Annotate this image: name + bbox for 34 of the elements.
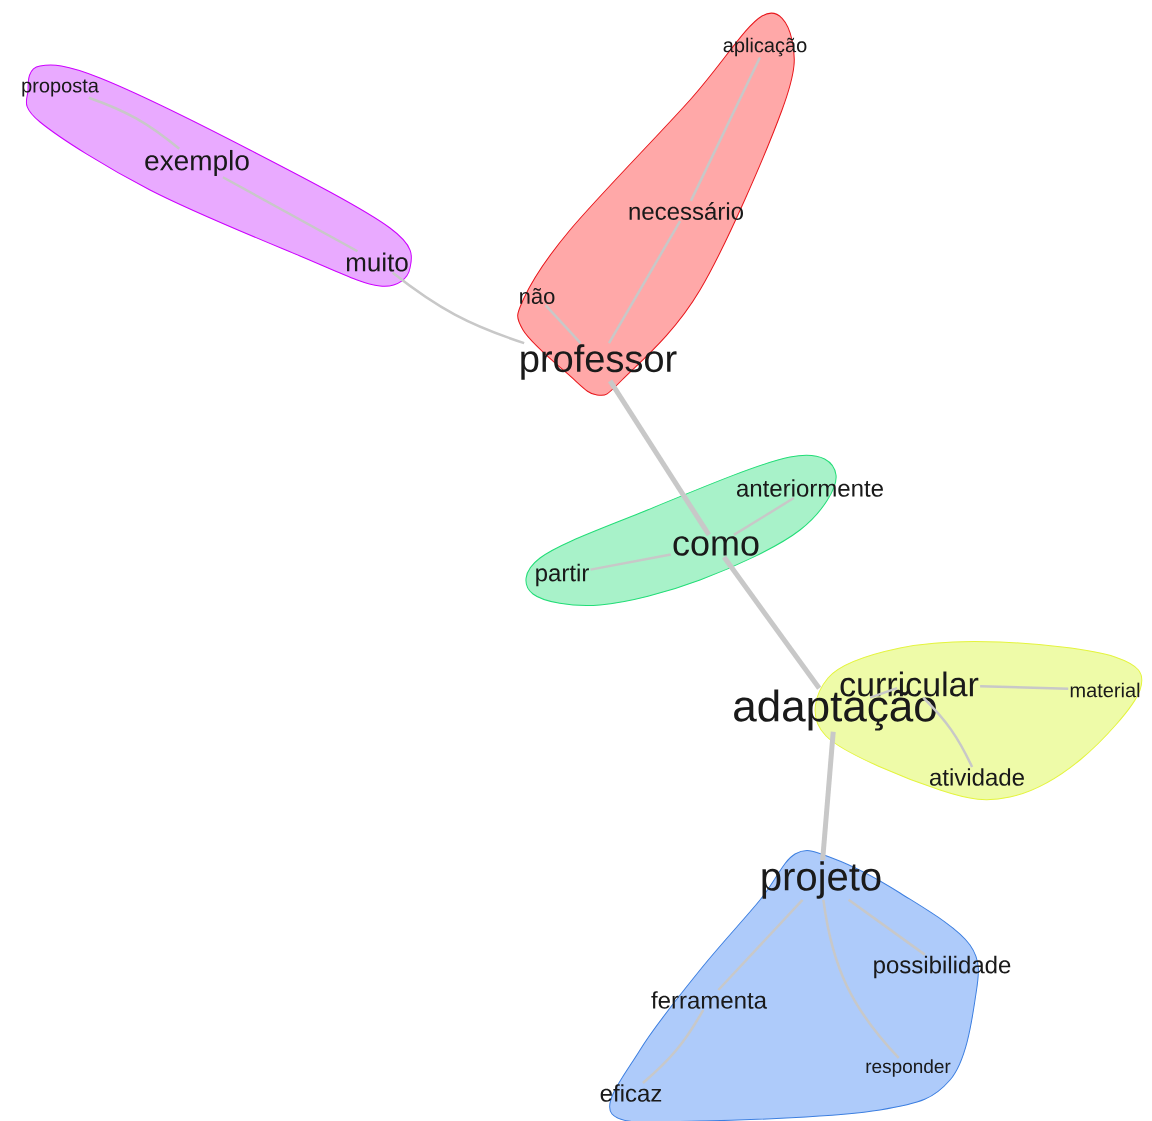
word-label: proposta — [22, 79, 99, 97]
connector-line — [608, 379, 711, 537]
word-label: professor — [521, 344, 677, 380]
connector-line — [980, 684, 1069, 691]
connector-line — [88, 96, 180, 150]
connector-line — [689, 57, 762, 202]
connector-line — [590, 553, 672, 571]
connector-line — [642, 1009, 705, 1084]
word-label: como — [673, 536, 759, 556]
connector-line — [847, 898, 926, 956]
connector-line — [717, 899, 804, 991]
word-label: possibilidade — [874, 955, 1011, 979]
connector-line — [722, 555, 822, 690]
word-label: ferramenta — [651, 991, 767, 1009]
word-label: projeto — [762, 861, 881, 899]
word-label: material — [1070, 682, 1140, 698]
word-label: necessário — [629, 202, 743, 220]
connector-line — [222, 176, 359, 253]
connector-line — [869, 687, 898, 699]
word-label: eficaz — [600, 1084, 662, 1102]
word-label: partir — [536, 563, 589, 587]
word-label: anteriormente — [737, 479, 883, 497]
word-label: responder — [866, 1059, 951, 1077]
word-label: não — [520, 288, 555, 304]
word-label: atividade — [930, 768, 1024, 786]
connector-line — [544, 304, 582, 344]
connector-line — [733, 496, 795, 536]
connector-line — [391, 271, 525, 345]
connector-line — [922, 696, 974, 768]
word-label: exemplo — [145, 149, 249, 177]
connector-line — [822, 899, 900, 1059]
word-label: muito — [346, 252, 408, 272]
connector-line — [607, 220, 682, 344]
word-label: aplicação — [723, 37, 807, 57]
